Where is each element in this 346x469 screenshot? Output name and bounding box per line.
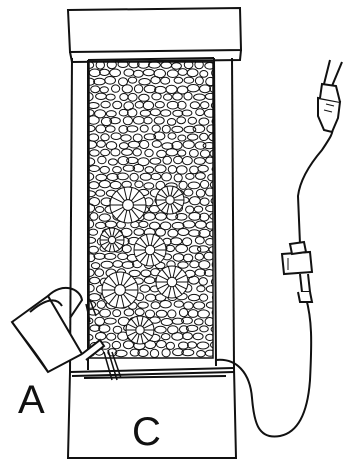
label-a: A — [18, 380, 45, 420]
flower-motif — [102, 272, 138, 308]
flower-motif — [134, 234, 166, 266]
stone-panel — [83, 60, 223, 358]
top-cap — [68, 8, 241, 62]
flower-motif — [100, 228, 124, 252]
label-c: C — [132, 412, 161, 452]
flower-motif — [156, 266, 188, 298]
flower-motif — [156, 186, 184, 214]
flower-motif — [110, 187, 146, 223]
power-plug — [318, 60, 342, 132]
flower-motif — [126, 316, 154, 344]
power-adapter — [282, 242, 312, 302]
